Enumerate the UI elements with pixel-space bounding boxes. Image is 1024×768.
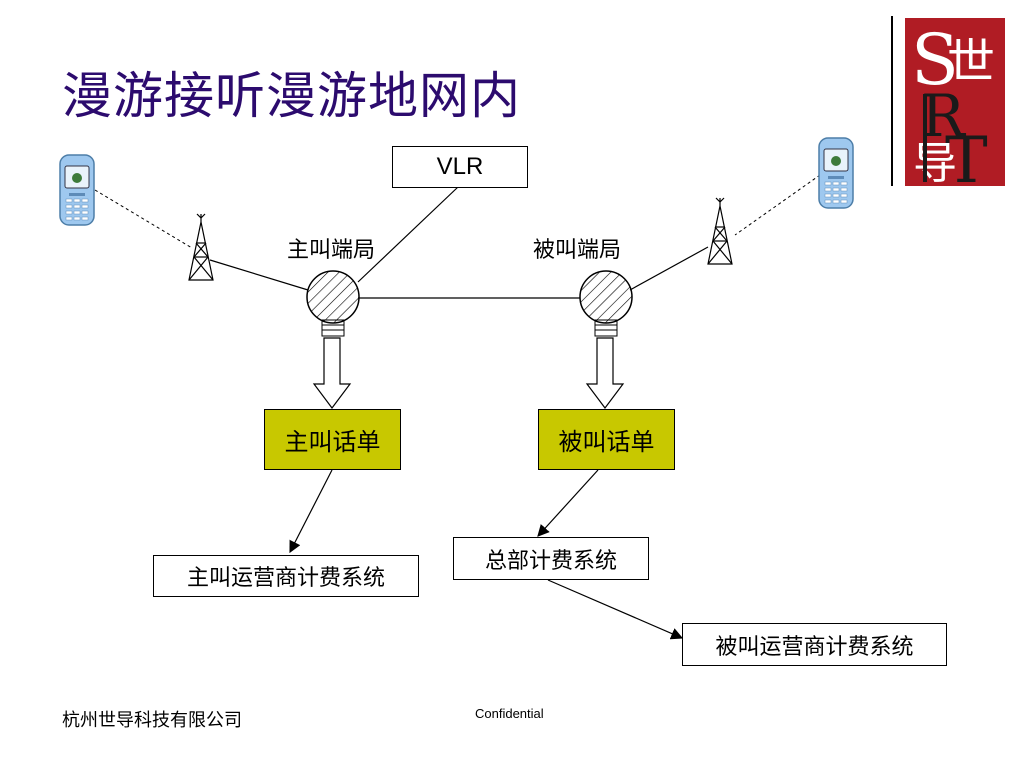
footer-confidential: Confidential [475, 706, 544, 721]
block-arrow-left [312, 337, 352, 409]
mobile-phone-icon-right [818, 137, 854, 209]
block-arrow-right [585, 337, 625, 409]
switch-icon-callee [579, 270, 633, 337]
svg-text:T: T [945, 124, 988, 186]
switch-icon-caller [306, 270, 360, 337]
tower-left-link [209, 259, 309, 291]
tower-right-link [629, 246, 709, 291]
svg-text:导: 导 [913, 138, 957, 186]
vlr-box: VLR [392, 146, 528, 188]
antenna-tower-icon-right [707, 197, 733, 265]
company-logo: S 世 R T 导 [905, 18, 1005, 186]
antenna-tower-icon-left [188, 213, 214, 281]
svg-text:世: 世 [947, 34, 995, 90]
arrow-callee-cdr-to-hq [537, 469, 599, 537]
mobile-phone-icon-left [59, 154, 95, 226]
vlr-link [357, 186, 459, 283]
svg-text:R: R [921, 82, 967, 150]
phone-left-radio-link [94, 189, 193, 249]
phone-right-radio-link [734, 174, 821, 236]
slide-title: 漫游接听漫游地网内 [62, 67, 521, 125]
caller-billing-system-box: 主叫运营商计费系统 [153, 555, 419, 597]
callee-office-label: 被叫端局 [533, 238, 622, 263]
caller-office-label: 主叫端局 [287, 238, 376, 263]
logo-divider [891, 16, 893, 186]
arrow-caller-cdr-to-billing [289, 469, 333, 554]
hq-billing-system-box: 总部计费系统 [453, 537, 649, 580]
caller-cdr-box: 主叫话单 [264, 409, 401, 470]
arrow-hq-to-callee-billing [547, 579, 684, 640]
callee-billing-system-box: 被叫运营商计费系统 [682, 623, 947, 666]
callee-cdr-box: 被叫话单 [538, 409, 675, 470]
svg-text:S: S [911, 19, 959, 101]
footer-company: 杭州世导科技有限公司 [62, 710, 242, 731]
